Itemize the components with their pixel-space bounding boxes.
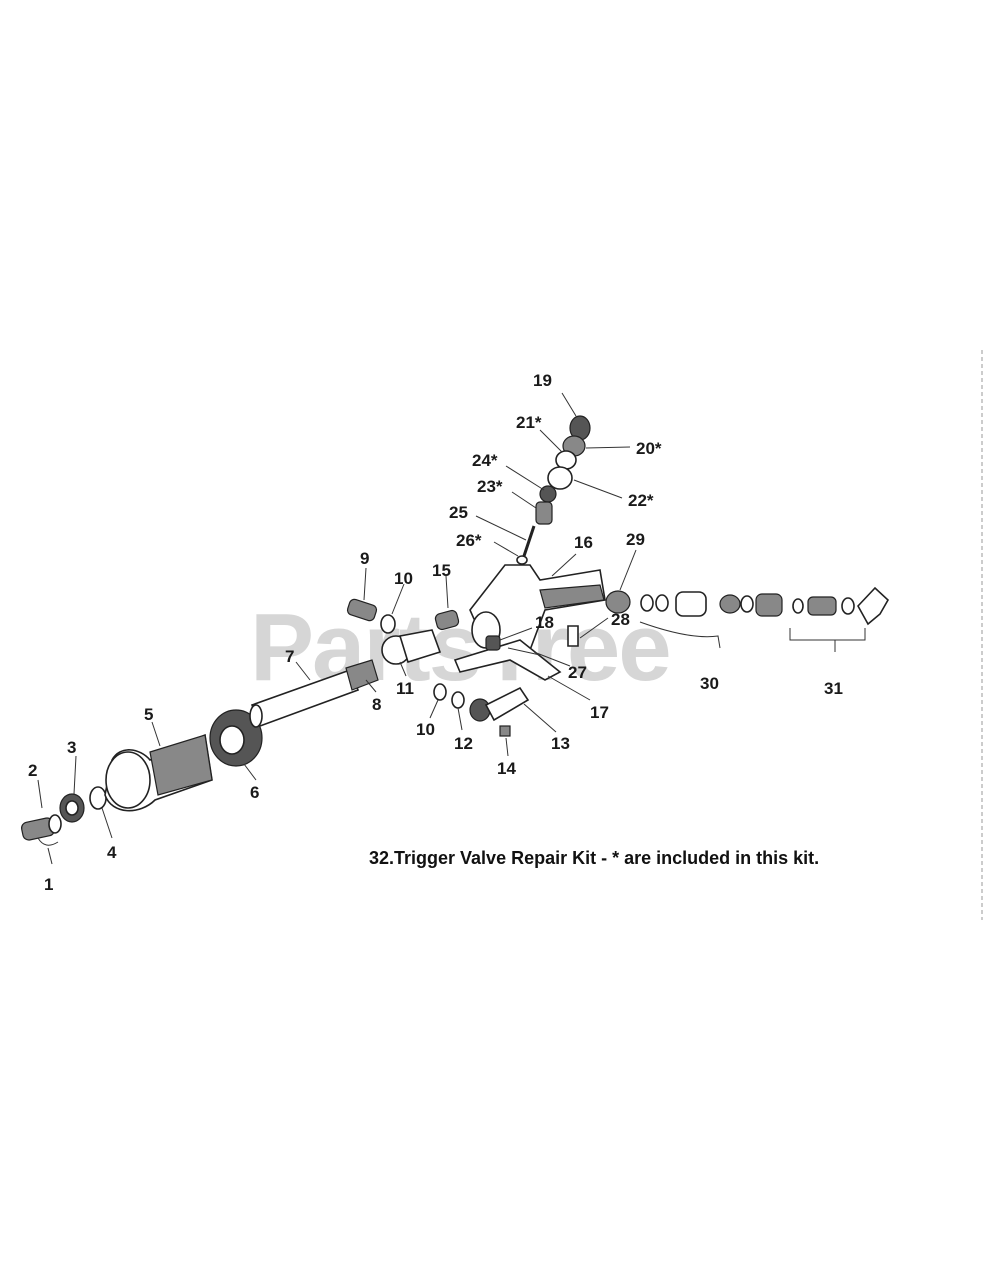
part-18-spring (485, 635, 501, 651)
callout-18: 18 (535, 613, 554, 632)
callout-26: 26* (456, 531, 482, 550)
callout-2: 2 (28, 761, 37, 780)
callout-10-lower: 10 (416, 720, 435, 739)
part-11-quick-connect (381, 629, 442, 665)
bracket-30 (639, 621, 721, 649)
callout-11: 11 (396, 679, 414, 698)
part-8-wand-fitting (345, 659, 379, 691)
callout-8: 8 (372, 695, 381, 714)
callout-17: 17 (590, 703, 609, 722)
callout-16: 16 (574, 533, 593, 552)
callout-15: 15 (432, 561, 451, 580)
callout-29: 29 (626, 530, 645, 549)
part-10-o-ring-lower (433, 683, 447, 701)
part-5-nozzle-shroud (104, 733, 213, 812)
callout-28: 28 (611, 610, 630, 629)
callout-19: 19 (533, 371, 552, 390)
bracket-1 (37, 837, 59, 846)
part-25-stem (522, 525, 536, 557)
callout-20: 20* (636, 439, 662, 458)
part-29-inlet (605, 590, 631, 614)
part-14-screw (499, 725, 511, 737)
callout-23: 23* (477, 477, 503, 496)
callout-30: 30 (700, 674, 719, 693)
part-12-o-ring (451, 691, 465, 709)
part-10-o-ring-upper (380, 614, 396, 634)
part-4-o-ring (89, 786, 107, 810)
callout-5: 5 (144, 705, 153, 724)
part-31-hose-fitting (792, 586, 890, 626)
callout-31: 31 (824, 679, 843, 698)
bracket-31 (789, 628, 866, 641)
part-28-clip (567, 625, 579, 647)
part-17-trigger (453, 639, 562, 681)
callout-12: 12 (454, 734, 473, 753)
callout-24: 24* (472, 451, 498, 470)
callout-1: 1 (44, 875, 53, 894)
callout-25: 25 (449, 503, 468, 522)
part-15-fitting (434, 609, 460, 631)
part-26-o-ring (516, 555, 528, 565)
callout-13: 13 (551, 734, 570, 753)
callout-7: 7 (285, 647, 294, 666)
part-1-2-nozzle-tip (20, 814, 62, 841)
kit-note: 32.Trigger Valve Repair Kit - * are incl… (369, 848, 819, 868)
callout-14: 14 (497, 759, 516, 778)
callout-10-upper: 10 (394, 569, 413, 588)
callout-22: 22* (628, 491, 654, 510)
part-9-fitting (346, 598, 378, 622)
part-7-wand (249, 668, 360, 728)
callout-27: 27 (568, 663, 587, 682)
part-3-nozzle-cap (59, 793, 85, 823)
leader-lines (37, 392, 637, 865)
part-22-seat (547, 466, 573, 490)
part-13-lever (469, 686, 530, 722)
callout-9: 9 (360, 549, 369, 568)
part-23-spring (535, 501, 553, 525)
callout-4: 4 (107, 843, 117, 862)
callout-21: 21* (516, 413, 542, 432)
callout-3: 3 (67, 738, 76, 757)
part-6-adjusting-collar (209, 709, 263, 767)
callout-6: 6 (250, 783, 259, 802)
part-27-pin (507, 647, 541, 656)
part-30-swivel-assembly (640, 591, 783, 617)
